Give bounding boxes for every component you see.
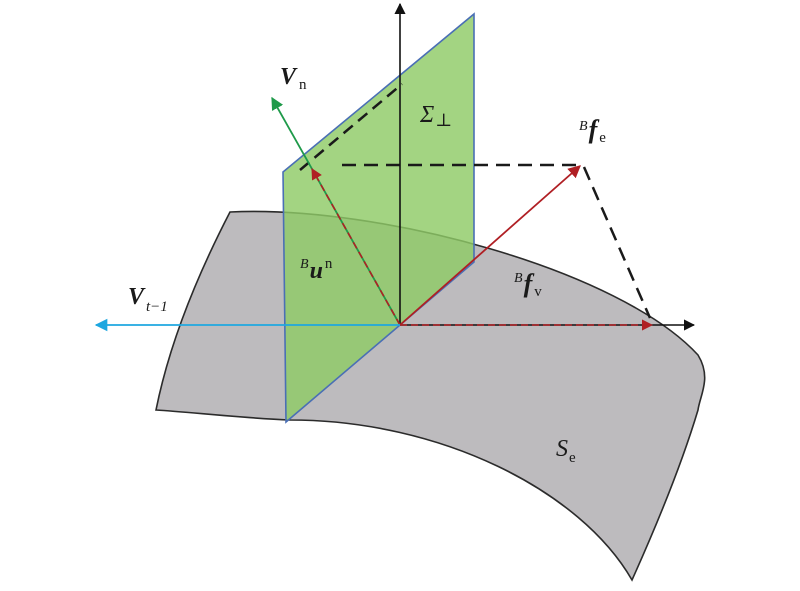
dashed-right — [582, 166, 652, 319]
dashed-back-edge — [299, 83, 403, 171]
label-se: Se — [556, 436, 576, 466]
vn-arrow — [271, 96, 401, 326]
un-arrow — [311, 168, 401, 326]
perpendicular-plane — [282, 12, 475, 424]
fe-arrow — [399, 165, 581, 326]
label-sigma-perp: Σ⊥ — [419, 102, 452, 130]
